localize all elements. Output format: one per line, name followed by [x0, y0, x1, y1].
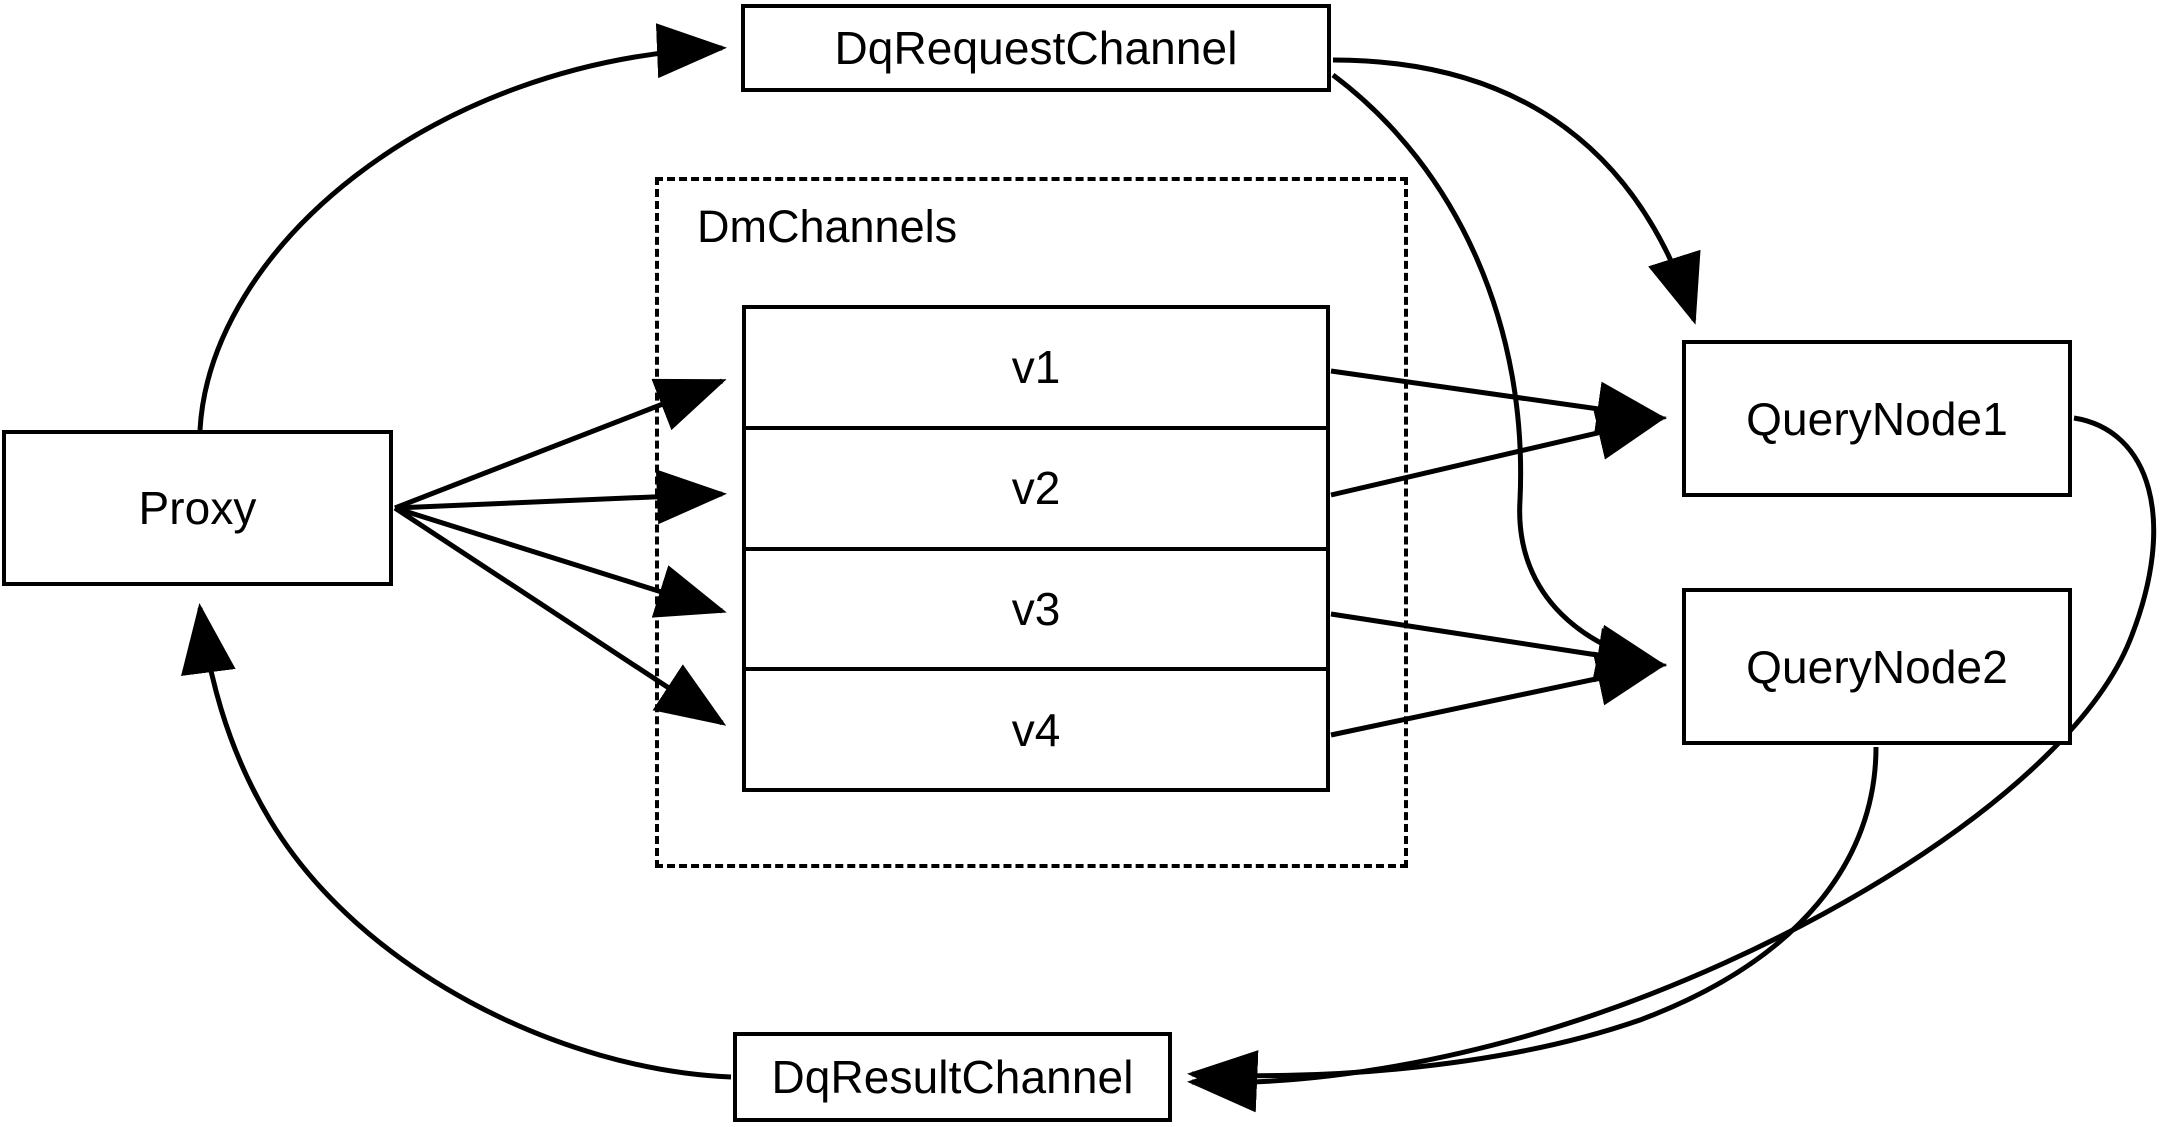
node-query-node-1-label: QueryNode1: [1746, 392, 2008, 445]
dmchannels-list: v1 v2 v3 v4: [742, 305, 1330, 792]
node-dq-result-channel[interactable]: DqResultChannel: [733, 1032, 1172, 1122]
dmchannels-group-label: DmChannels: [697, 201, 958, 252]
edge-dqresultchannel-to-proxy: [181, 603, 732, 1080]
node-proxy[interactable]: Proxy: [2, 430, 393, 586]
edge-proxy-to-dqrequestchannel: [197, 23, 727, 431]
dmchannel-row-v4[interactable]: v4: [746, 671, 1326, 788]
dmchannel-label-v4: v4: [1011, 703, 1061, 756]
dmchannel-label-v1: v1: [1011, 341, 1061, 394]
dmchannel-row-v1[interactable]: v1: [746, 309, 1326, 430]
node-dq-result-channel-label: DqResultChannel: [771, 1051, 1134, 1103]
node-dq-request-channel[interactable]: DqRequestChannel: [741, 4, 1331, 92]
dmchannel-row-v3[interactable]: v3: [746, 551, 1326, 672]
dmchannel-row-v2[interactable]: v2: [746, 430, 1326, 551]
node-query-node-2-label: QueryNode2: [1746, 640, 2008, 693]
node-proxy-label: Proxy: [138, 482, 257, 534]
node-query-node-1[interactable]: QueryNode1: [1682, 340, 2072, 497]
dmchannel-label-v3: v3: [1011, 582, 1061, 635]
dmchannel-label-v2: v2: [1011, 462, 1061, 515]
node-query-node-2[interactable]: QueryNode2: [1682, 588, 2072, 745]
node-dq-request-channel-label: DqRequestChannel: [834, 22, 1238, 74]
